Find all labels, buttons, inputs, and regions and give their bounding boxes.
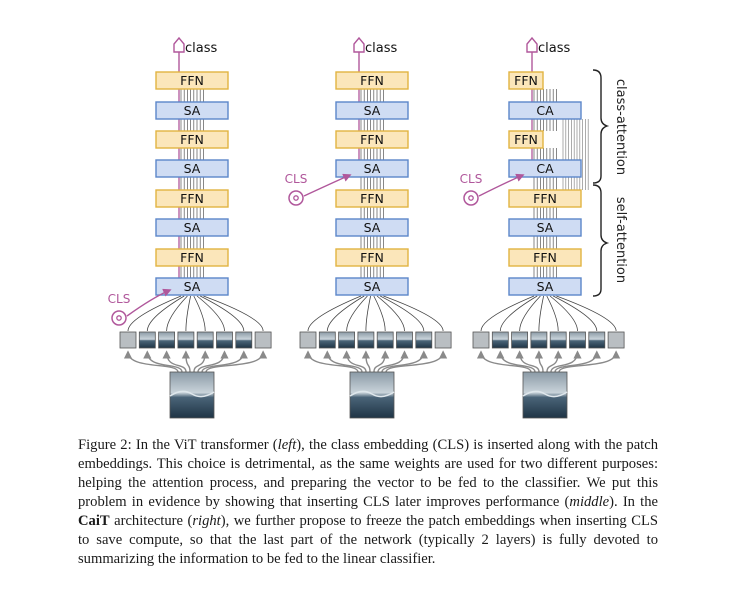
ffn-block-label: FFN <box>180 132 204 147</box>
caption-text: Figure 2: In the ViT transformer ( <box>78 437 278 453</box>
ffn-block-label: FFN <box>514 132 538 147</box>
ffn-block-label: FFN <box>360 191 384 206</box>
sa-block-label: SA <box>184 103 201 118</box>
class-attention-label: class-attention <box>613 79 628 175</box>
input-image <box>522 371 568 419</box>
ffn-block: FFN <box>508 71 544 90</box>
ffn-block-label: FFN <box>360 250 384 265</box>
ffn-block: FFN <box>155 71 229 90</box>
patch-fan-lines <box>480 295 617 332</box>
input-image <box>169 371 215 419</box>
patch-fan-lines <box>307 295 444 332</box>
image-to-patch-arrows <box>123 350 268 373</box>
image-patches <box>472 331 625 349</box>
image-patches <box>119 331 272 349</box>
caption-text: ). In the <box>609 494 658 510</box>
token-lines <box>178 89 204 278</box>
class-output-icon <box>353 36 365 72</box>
sa-block-label: SA <box>537 279 554 294</box>
ffn-block: FFN <box>508 130 544 149</box>
cls-label: CLS <box>108 292 131 306</box>
image-to-patch-arrows <box>303 350 448 373</box>
sa-block-label: SA <box>364 220 381 235</box>
token-lines <box>358 89 384 278</box>
sa-block: SA <box>155 218 229 237</box>
caption-right: right <box>192 513 221 529</box>
caption-cait: CaiT <box>78 513 110 529</box>
ffn-block-label: FFN <box>360 132 384 147</box>
sa-block-label: SA <box>364 103 381 118</box>
class-output-label: class <box>365 41 397 56</box>
cls-token: CLS <box>285 172 352 206</box>
class-output-icon <box>173 36 185 72</box>
class-output-label: class <box>185 41 217 56</box>
cls-label: CLS <box>460 172 483 186</box>
ffn-block-label: FFN <box>533 191 557 206</box>
cls-token: CLS <box>460 172 525 206</box>
cls-label: CLS <box>285 172 308 186</box>
sa-block: SA <box>335 277 409 296</box>
image-to-patch-arrows <box>476 350 621 373</box>
sa-block: SA <box>335 218 409 237</box>
caption-middle: middle <box>569 494 610 510</box>
ca-block: CA <box>508 159 582 178</box>
sa-block-label: SA <box>184 279 201 294</box>
ffn-block: FFN <box>335 189 409 208</box>
caption-text: ), the class embedding (CLS) is inserted… <box>78 437 658 510</box>
ffn-block: FFN <box>508 189 582 208</box>
sa-block: SA <box>155 277 229 296</box>
sa-block-label: SA <box>364 161 381 176</box>
figure-caption: Figure 2: In the ViT transformer (left),… <box>78 436 658 569</box>
ca-block-label: CA <box>536 103 554 118</box>
self-attention-label: self-attention <box>613 197 628 283</box>
class-output-label: class <box>538 41 570 56</box>
sa-block: SA <box>508 277 582 296</box>
sa-block: SA <box>508 218 582 237</box>
patch-fan-lines <box>127 295 264 332</box>
sa-block: SA <box>155 101 229 120</box>
self-attention-brace: self-attention <box>592 184 628 297</box>
ffn-block-label: FFN <box>360 73 384 88</box>
caption-text: ), we further propose to freeze the patc… <box>78 513 658 567</box>
ffn-block: FFN <box>335 130 409 149</box>
sa-block: SA <box>335 101 409 120</box>
image-patches <box>299 331 452 349</box>
ca-block: CA <box>508 101 582 120</box>
ffn-block: FFN <box>155 189 229 208</box>
input-image <box>349 371 395 419</box>
ffn-block-label: FFN <box>180 250 204 265</box>
sa-block: SA <box>335 159 409 178</box>
class-output-icon <box>526 36 538 72</box>
sa-block-label: SA <box>537 220 554 235</box>
ffn-block: FFN <box>335 248 409 267</box>
ffn-block-label: FFN <box>180 73 204 88</box>
ffn-block-label: FFN <box>533 250 557 265</box>
caption-left: left <box>277 437 297 453</box>
sa-block-label: SA <box>364 279 381 294</box>
ffn-block-label: FFN <box>514 73 538 88</box>
sa-block: SA <box>155 159 229 178</box>
ffn-block-label: FFN <box>180 191 204 206</box>
ffn-block: FFN <box>155 130 229 149</box>
class-attention-brace: class-attention <box>592 69 628 184</box>
cls-token: CLS <box>108 288 172 326</box>
ffn-block: FFN <box>155 248 229 267</box>
sa-block-label: SA <box>184 220 201 235</box>
ca-block-label: CA <box>536 161 554 176</box>
ffn-block: FFN <box>335 71 409 90</box>
caption-text: architecture ( <box>109 513 193 529</box>
sa-block-label: SA <box>184 161 201 176</box>
ffn-block: FFN <box>508 248 582 267</box>
token-lines <box>531 89 589 278</box>
